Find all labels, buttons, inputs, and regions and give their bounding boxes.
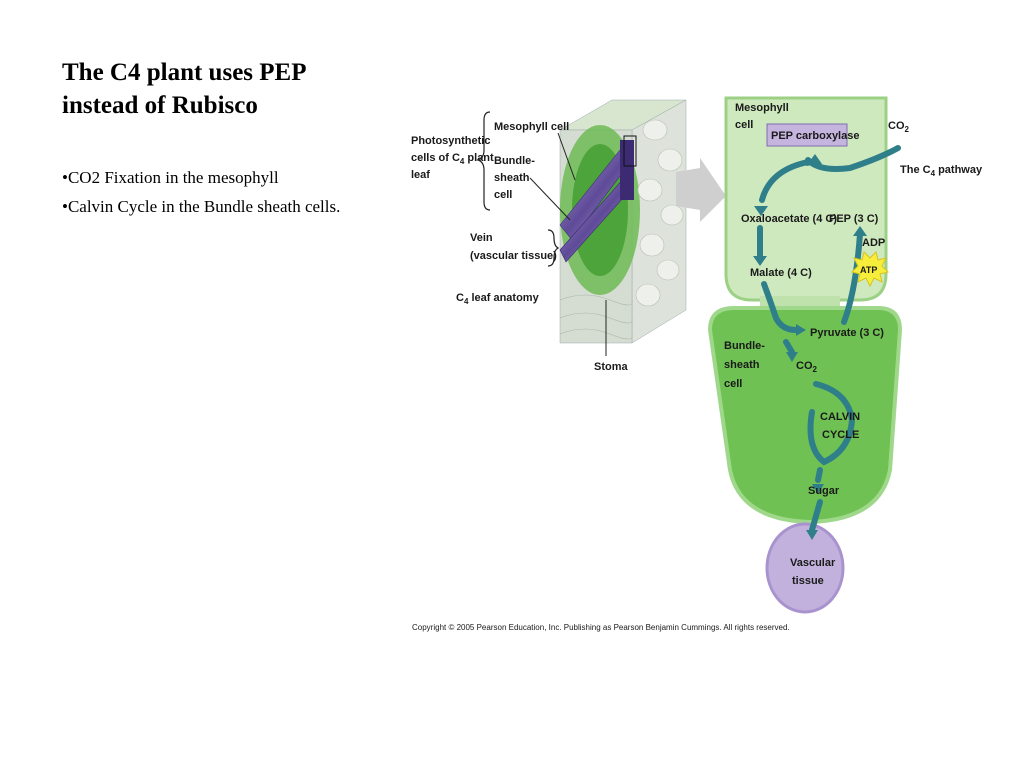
label-bundle-1: Bundle- xyxy=(494,155,535,167)
label-pep-carboxylase: PEP carboxylase xyxy=(771,130,859,142)
label-vein-2: (vascular tissue) xyxy=(470,250,557,262)
label-bundle-3: cell xyxy=(494,189,512,201)
label-photosynthetic-1: Photosynthetic xyxy=(411,135,490,147)
bundle-sheath-cell-shape xyxy=(707,306,903,525)
label-mesophyll-cell: Mesophyll cell xyxy=(494,121,569,133)
label-mesophyll-2: cell xyxy=(735,119,753,131)
label-vascular-1: Vascular xyxy=(790,557,836,569)
label-leaf-anatomy: C4 leaf anatomy xyxy=(456,292,540,306)
bullet-item: •CO2 Fixation in the mesophyll xyxy=(62,168,279,187)
label-pep: PEP (3 C) xyxy=(829,213,879,225)
mesophyll-cell-shape xyxy=(724,96,888,302)
copyright-notice: Copyright © 2005 Pearson Education, Inc.… xyxy=(412,623,790,632)
slide-title: The C4 plant uses PEP instead of Rubisco xyxy=(62,56,382,122)
vascular-tissue-shape xyxy=(765,522,845,614)
label-photosynthetic-3: leaf xyxy=(411,169,430,181)
label-sugar: Sugar xyxy=(808,485,840,497)
label-co2-top: CO2 xyxy=(888,120,910,134)
label-co2-mid: CO2 xyxy=(796,360,818,374)
atp-burst xyxy=(851,251,889,288)
label-bundle-2: sheath xyxy=(494,172,530,184)
title-line-2: instead of Rubisco xyxy=(62,92,258,119)
label-oxaloacetate: Oxaloacetate (4 C) xyxy=(741,213,837,225)
label-stoma: Stoma xyxy=(594,361,629,373)
label-pyruvate: Pyruvate (3 C) xyxy=(810,327,884,339)
leaf-anatomy-illustration xyxy=(559,99,687,356)
label-malate: Malate (4 C) xyxy=(750,267,812,279)
label-bundle-sheath-3: cell xyxy=(724,378,742,390)
bullet-item: •Calvin Cycle in the Bundle sheath cells… xyxy=(62,197,341,216)
title-line-1: The C4 plant uses PEP xyxy=(62,59,307,86)
label-bundle-sheath-2: sheath xyxy=(724,359,760,371)
label-c4-pathway: The C4 pathway xyxy=(900,164,983,178)
label-vein-1: Vein xyxy=(470,232,493,244)
pep-carboxylase-box xyxy=(766,123,848,147)
label-calvin: CALVIN xyxy=(820,411,860,423)
label-atp: ATP xyxy=(860,265,877,275)
c4-pathway-diagram xyxy=(707,96,903,614)
bullet-list: •CO2 Fixation in the mesophyll •Calvin C… xyxy=(62,166,352,224)
anatomy-labels: Photosynthetic cells of C4 plant leaf Me… xyxy=(411,111,629,373)
label-photosynthetic-2: cells of C4 plant xyxy=(411,152,494,166)
zoom-arrow xyxy=(676,158,726,222)
label-adp: ADP xyxy=(862,237,885,249)
label-vascular-2: tissue xyxy=(792,575,824,587)
pathway-labels: Mesophyll cell PEP carboxylase CO2 The C… xyxy=(724,102,983,587)
label-bundle-sheath-1: Bundle- xyxy=(724,340,765,352)
label-mesophyll-1: Mesophyll xyxy=(735,102,789,114)
label-cycle: CYCLE xyxy=(822,429,859,441)
